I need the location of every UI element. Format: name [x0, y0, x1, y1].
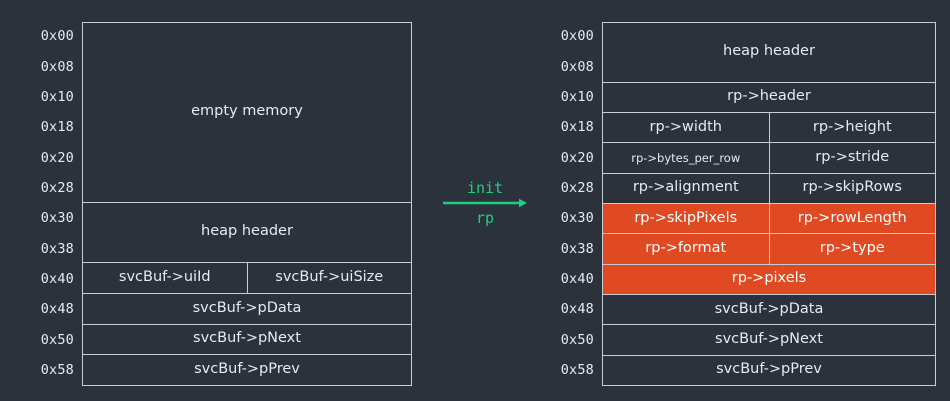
address-label-left-6: 0x30 — [40, 210, 74, 227]
memory-row: rp->header — [603, 83, 935, 113]
before-init-memory-block: 0x00 0x08 0x10 0x18 0x20 0x28 0x30 0x38 0x40 0x48… — [22, 22, 412, 386]
memory-cell: rp->stride — [815, 149, 890, 166]
memory-cell: rp->bytes_per_row — [603, 143, 770, 173]
memory-row: svcBuf->pData — [83, 294, 411, 325]
address-label-left-11: 0x58 — [40, 362, 74, 379]
address-label-left-8: 0x40 — [40, 271, 74, 288]
memory-cell: heap header — [201, 223, 293, 240]
memory-row: rp->width rp->height — [603, 113, 935, 144]
memory-cell: rp->skipPixels — [603, 203, 770, 234]
memory-row: rp->pixels — [603, 264, 935, 295]
memory-cell: rp->rowLength — [797, 209, 907, 226]
memory-row: svcBuf->pNext — [603, 325, 935, 356]
memory-cell: rp->width — [603, 113, 770, 143]
memory-cell: svcBuf->pNext — [715, 330, 823, 347]
memory-cell: rp->type — [819, 240, 885, 256]
address-label-right-3: 0x18 — [560, 119, 594, 136]
memory-row: rp->alignment rp->skipRows — [603, 173, 935, 204]
address-label-right-4: 0x20 — [560, 149, 594, 166]
memory-row: rp->bytes_per_row rp->stride — [603, 143, 935, 174]
memory-row: empty memory — [83, 23, 411, 203]
memory-row: heap header — [603, 23, 935, 83]
address-label-left-1: 0x08 — [40, 58, 74, 75]
memory-cell: svcBuf->pPrev — [194, 361, 300, 378]
address-label-left-3: 0x18 — [40, 119, 74, 136]
init-rp-transition-arrow: init rp — [430, 170, 540, 236]
memory-cell: rp->format — [603, 234, 770, 264]
memory-row: svcBuf->pPrev — [603, 356, 935, 385]
address-label-right-5: 0x28 — [560, 180, 594, 197]
memory-row: heap header — [83, 203, 411, 263]
memory-row: svcBuf->pNext — [83, 325, 411, 356]
address-label-right-6: 0x30 — [560, 210, 594, 227]
memory-row: svcBuf->uiId svcBuf->uiSize — [83, 263, 411, 294]
memory-cell: empty memory — [191, 103, 303, 120]
address-label-right-7: 0x38 — [560, 240, 594, 257]
address-label-left-2: 0x10 — [40, 89, 74, 106]
address-label-right-11: 0x58 — [560, 362, 594, 379]
address-label-left-4: 0x20 — [40, 149, 74, 166]
left-address-column: 0x00 0x08 0x10 0x18 0x20 0x28 0x30 0x38 0x40 0x48… — [22, 22, 82, 386]
right-address-column: 0x00 0x08 0x10 0x18 0x20 0x28 0x30 0x38 0x40 0x48… — [542, 22, 602, 386]
after-init-memory-block: 0x00 0x08 0x10 0x18 0x20 0x28 0x30 0x38 0x40 0x48… — [542, 22, 936, 386]
arrow-label-top: init — [466, 178, 504, 197]
address-label-left-5: 0x28 — [40, 180, 74, 197]
address-label-right-1: 0x08 — [560, 58, 594, 75]
memory-cell: rp->pixels — [731, 270, 807, 287]
memory-cell: svcBuf->uiId — [83, 263, 248, 293]
right-memory-table: heap header rp->header rp->width rp->height… — [602, 22, 936, 386]
address-label-left-10: 0x50 — [40, 331, 74, 348]
address-label-left-0: 0x00 — [40, 28, 74, 45]
memory-row: rp->format rp->type — [603, 234, 935, 265]
arrow-label-bottom: rp — [475, 209, 495, 227]
arrow-right-icon — [443, 198, 527, 208]
memory-cell: svcBuf->pData — [714, 300, 824, 317]
address-label-right-2: 0x10 — [560, 89, 594, 106]
memory-cell: rp->skipRows — [802, 179, 902, 196]
address-label-right-8: 0x40 — [560, 271, 594, 288]
memory-row: svcBuf->pData — [603, 295, 935, 326]
memory-cell: rp->height — [812, 118, 892, 135]
address-label-left-7: 0x38 — [40, 240, 74, 257]
memory-cell: svcBuf->pPrev — [716, 361, 822, 378]
memory-row: svcBuf->pPrev — [83, 355, 411, 385]
memory-cell: heap header — [723, 43, 815, 60]
memory-cell: rp->alignment — [603, 173, 770, 203]
memory-cell: svcBuf->pNext — [193, 330, 301, 347]
memory-row: rp->skipPixels rp->rowLength — [603, 203, 935, 235]
memory-cell: svcBuf->uiSize — [275, 268, 384, 285]
address-label-right-9: 0x48 — [560, 301, 594, 318]
address-label-right-0: 0x00 — [560, 28, 594, 45]
memory-cell: svcBuf->pData — [192, 299, 302, 316]
address-label-left-9: 0x48 — [40, 301, 74, 318]
memory-cell: rp->header — [727, 88, 811, 105]
address-label-right-10: 0x50 — [560, 331, 594, 348]
